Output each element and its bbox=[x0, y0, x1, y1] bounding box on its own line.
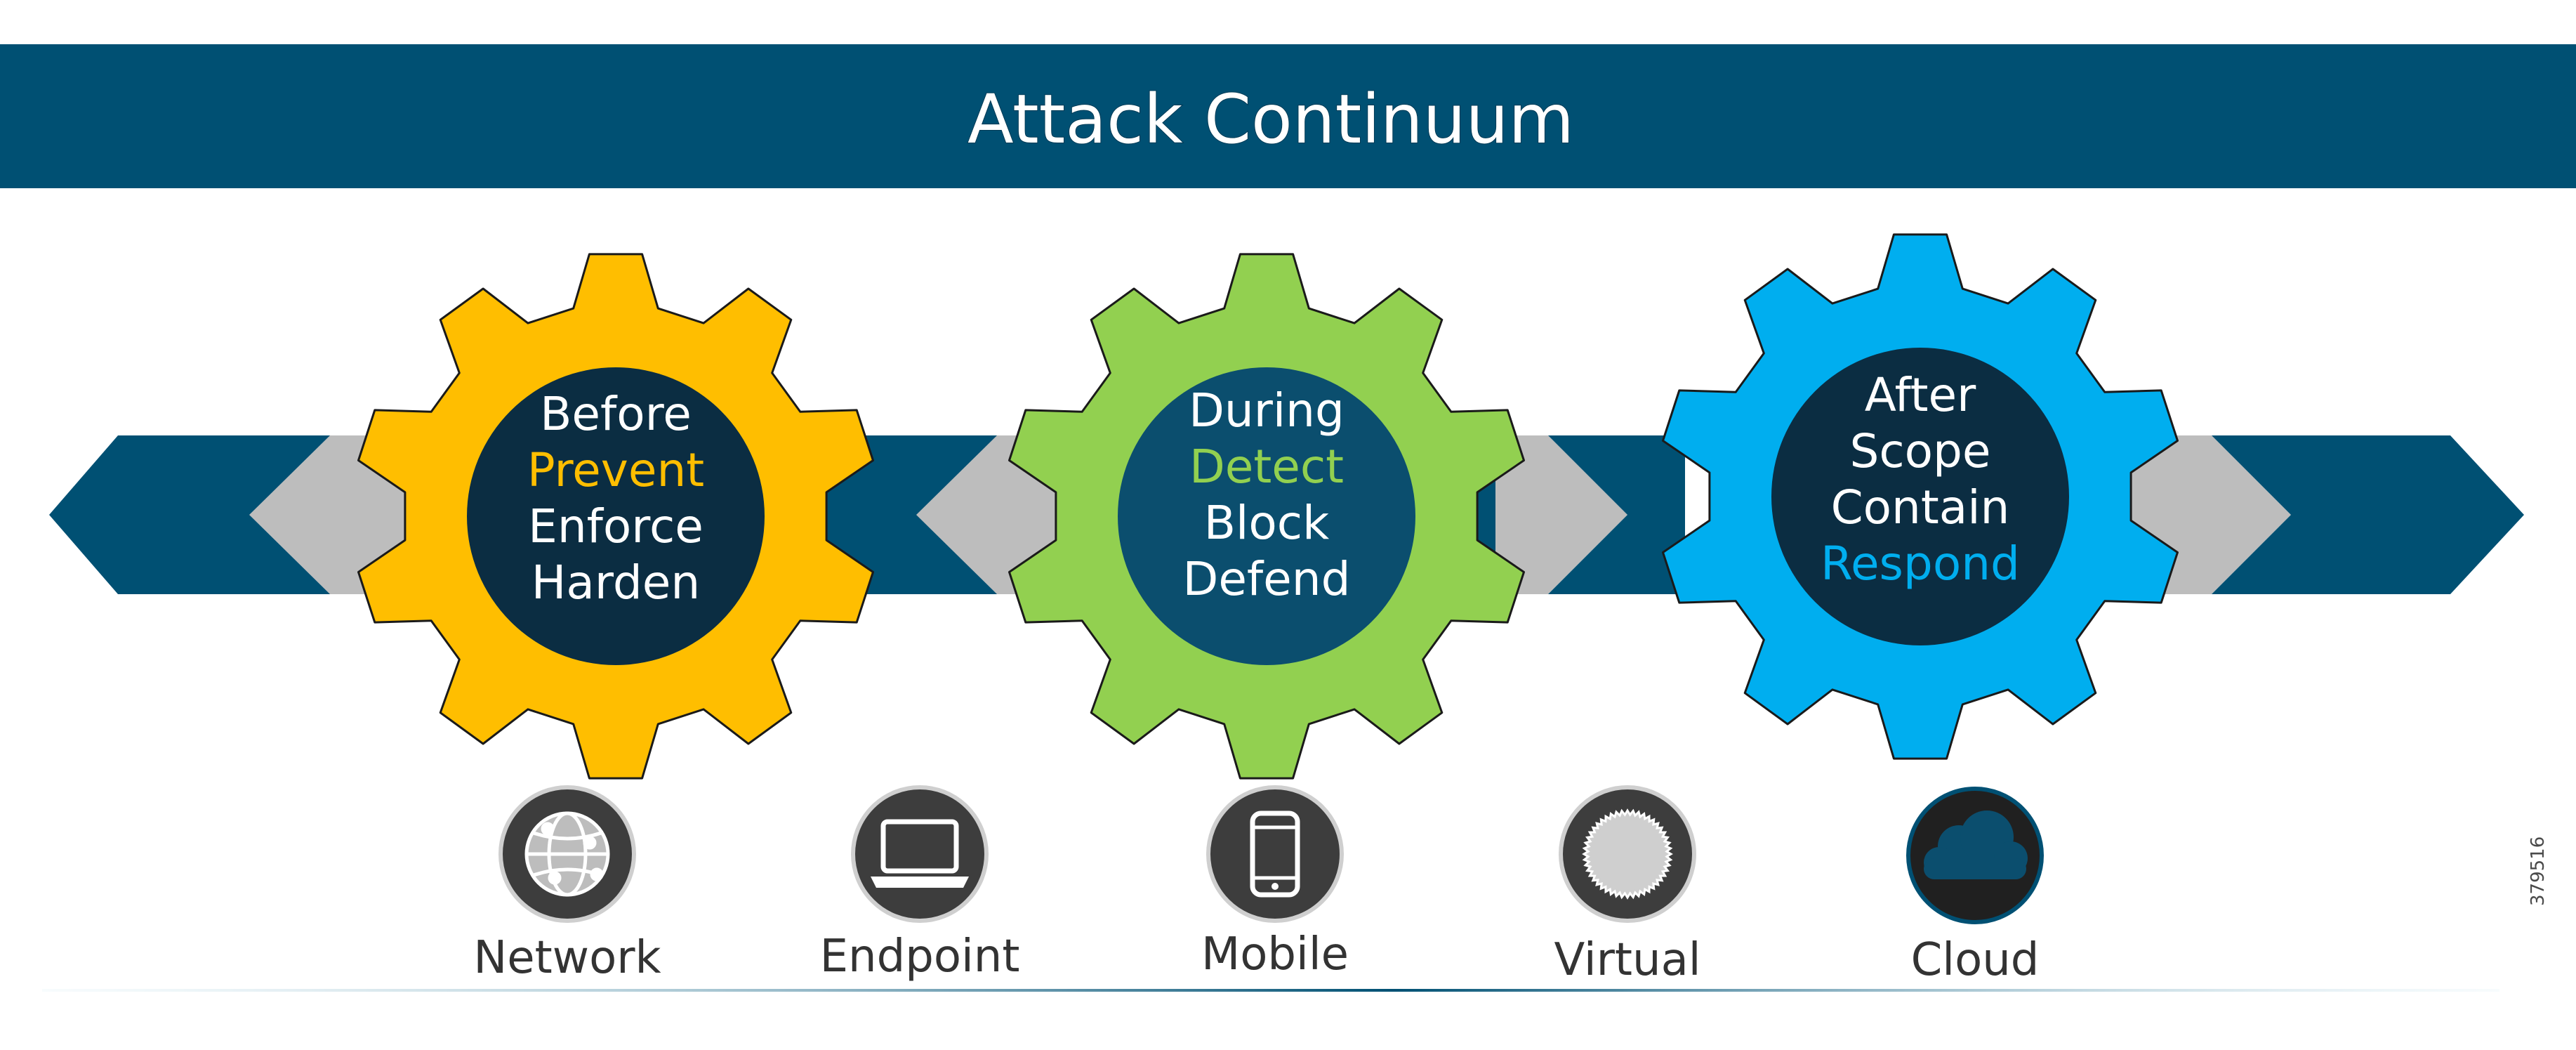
env-network-label: Network bbox=[473, 932, 661, 984]
phase-during-item-1: Detect bbox=[1189, 440, 1344, 494]
bottom-rule bbox=[42, 989, 2499, 992]
phase-during-item-2: Block bbox=[1204, 496, 1330, 550]
gear-during-hub bbox=[1118, 367, 1415, 665]
env-endpoint: Endpoint bbox=[820, 785, 1020, 983]
gear-after bbox=[1662, 233, 2179, 760]
phase-after-text: After Scope Contain Respond bbox=[1821, 368, 2020, 591]
band-dark-3 bbox=[1548, 435, 1685, 594]
phase-after-heading: After bbox=[1865, 368, 1976, 422]
env-mobile-label: Mobile bbox=[1201, 928, 1349, 980]
gear-before-hub bbox=[467, 367, 765, 665]
cloud-icon bbox=[1924, 811, 2028, 879]
phase-during-text: During Detect Block Defend bbox=[1183, 383, 1351, 606]
phase-during-item-3: Defend bbox=[1183, 552, 1351, 606]
gear-before bbox=[357, 253, 874, 780]
virtual-disc-icon bbox=[1582, 808, 1673, 900]
phase-after-item-1: Scope bbox=[1849, 424, 1990, 478]
env-mobile: Mobile bbox=[1201, 785, 1349, 980]
laptop-icon bbox=[871, 819, 969, 888]
env-virtual-label: Virtual bbox=[1554, 934, 1700, 986]
env-cloud-label: Cloud bbox=[1911, 934, 2040, 986]
chevron-gray-1 bbox=[249, 435, 407, 594]
gear-during bbox=[1008, 253, 1525, 780]
phase-before-item-1: Prevent bbox=[527, 443, 704, 497]
phase-after-item-3: Respond bbox=[1821, 537, 2020, 591]
env-network: Network bbox=[473, 785, 661, 984]
phase-before-heading: Before bbox=[540, 387, 692, 441]
globe-network-icon bbox=[524, 811, 610, 897]
gear-after-hub bbox=[1771, 348, 2069, 645]
env-endpoint-label: Endpoint bbox=[820, 931, 1020, 983]
mobile-icon-circle bbox=[1206, 785, 1344, 923]
phase-during-heading: During bbox=[1189, 383, 1345, 438]
phase-before-item-2: Enforce bbox=[528, 499, 704, 553]
endpoint-icon-circle bbox=[851, 785, 989, 923]
figure-id: 379516 bbox=[2528, 836, 2549, 906]
arrow-left-head bbox=[49, 435, 330, 594]
arrow-right-head bbox=[2212, 435, 2524, 594]
phase-after-item-2: Contain bbox=[1831, 480, 2010, 534]
env-virtual: Virtual bbox=[1554, 785, 1701, 986]
phase-before-text: Before Prevent Enforce Harden bbox=[527, 387, 704, 610]
phase-before-item-3: Harden bbox=[531, 556, 700, 610]
virtual-disc-shape bbox=[1582, 808, 1673, 900]
chevron-gray-3 bbox=[1495, 435, 1627, 594]
env-cloud: Cloud bbox=[1906, 787, 2044, 986]
page-title: Attack Continuum bbox=[967, 80, 1574, 159]
title-banner bbox=[0, 44, 2576, 188]
smartphone-icon bbox=[1250, 811, 1300, 898]
